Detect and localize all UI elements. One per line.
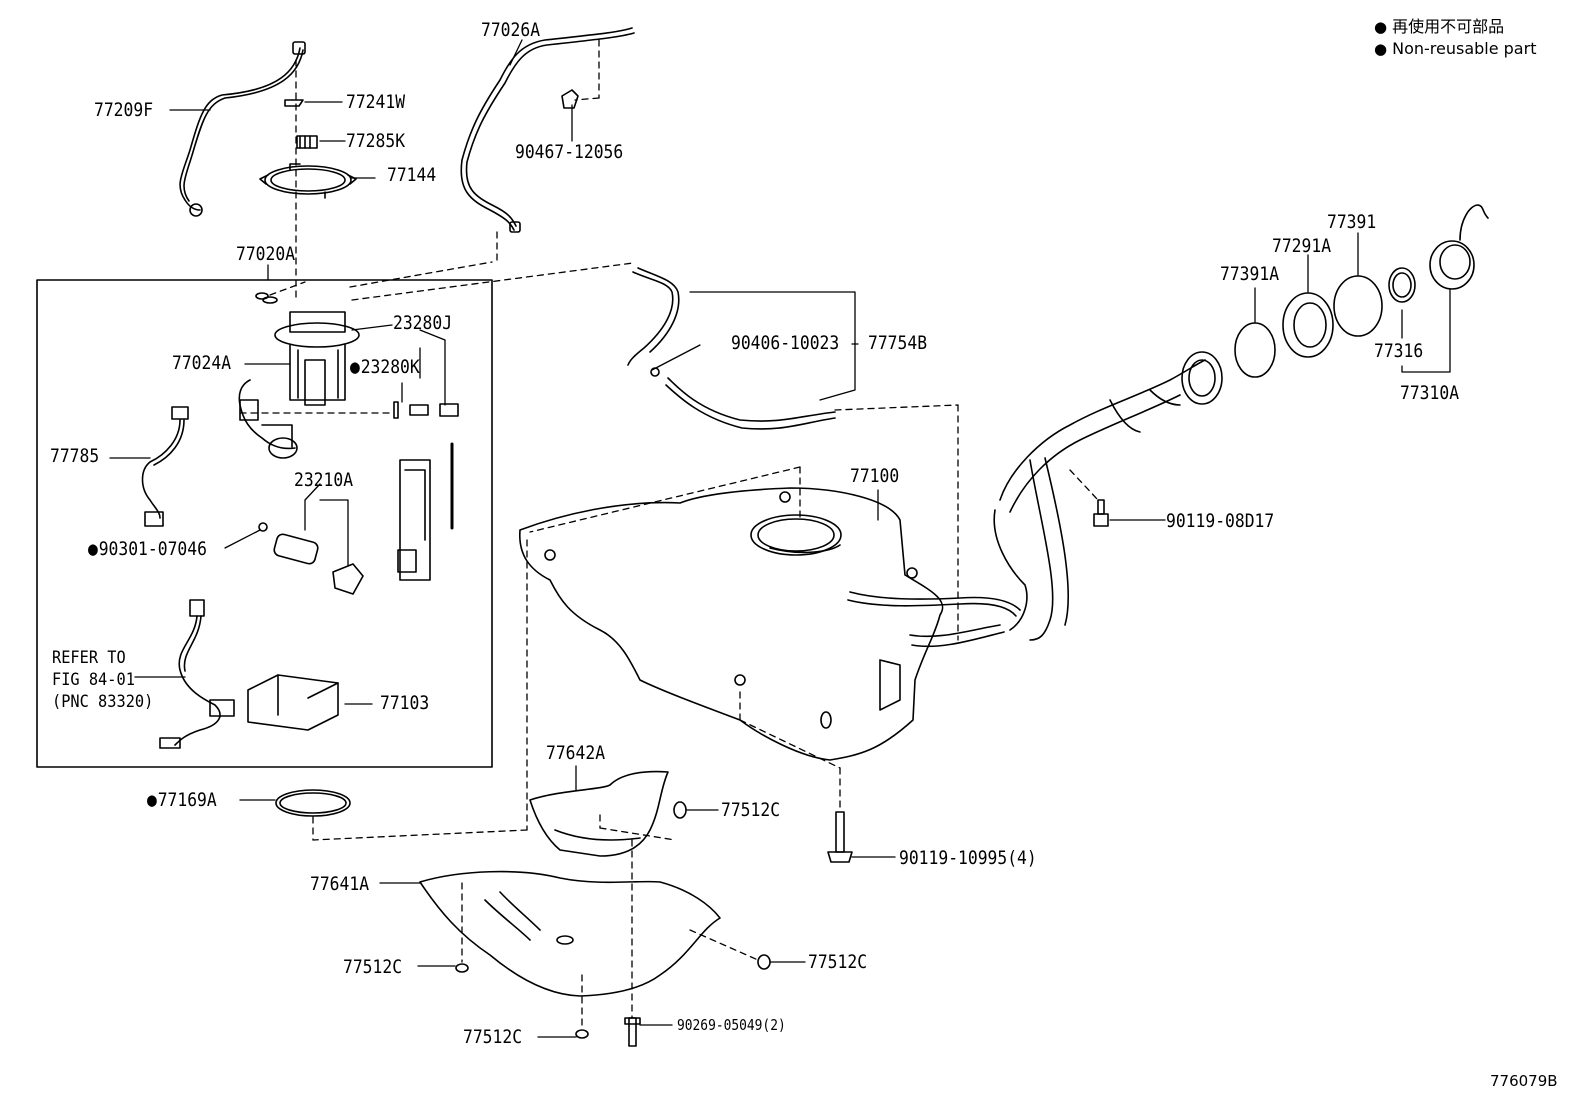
part-label-77512c-left[interactable]: 77512C	[343, 956, 403, 978]
gasket-77169a	[275, 789, 351, 817]
part-label-77310a[interactable]: 77310A	[1400, 382, 1460, 404]
oring-77391a	[1234, 322, 1276, 378]
part-label-90301-07046[interactable]: 90301-07046	[88, 540, 207, 559]
bullet-icon: ●	[1374, 40, 1388, 58]
harness-83320	[159, 599, 235, 749]
hose-77754b	[627, 267, 836, 430]
sender-gauge	[397, 442, 454, 581]
nut-77512c-bottom	[575, 1029, 589, 1039]
part-label-77026a[interactable]: 77026A	[481, 19, 541, 41]
fuel-cap-77310a	[1429, 204, 1489, 290]
part-label-77512c-bottom[interactable]: 77512C	[463, 1026, 523, 1048]
gasket-77391	[1333, 275, 1383, 337]
subassembly-box	[36, 279, 493, 768]
figure-number: 776079B	[1490, 1072, 1558, 1090]
part-label-77285k[interactable]: 77285K	[346, 130, 406, 152]
note-line-3: (PNC 83320)	[52, 692, 154, 712]
part-label-90467-12056[interactable]: 90467-12056	[515, 141, 624, 163]
bullet-icon: ●	[1374, 18, 1388, 36]
part-label-77144[interactable]: 77144	[387, 164, 437, 186]
sender-wire-77209f	[179, 41, 306, 217]
part-label-77512c-right[interactable]: 77512C	[808, 951, 868, 973]
bolt-90119-10995	[827, 811, 853, 863]
part-label-90119-10995[interactable]: 90119-10995(4)	[899, 847, 1037, 869]
harness-77785	[141, 406, 189, 527]
note-line-2[interactable]: FIG 84-01	[52, 670, 135, 690]
part-label-90406-10023[interactable]: 90406-10023	[731, 332, 840, 354]
leader-lines	[109, 39, 1451, 1038]
part-label-77103[interactable]: 77103	[380, 692, 430, 714]
filler-pipe	[993, 351, 1223, 641]
part-label-77209f[interactable]: 77209F	[94, 99, 154, 121]
fuel-tank-77100	[519, 487, 1021, 761]
part-label-77785[interactable]: 77785	[50, 445, 100, 467]
part-label-23280k[interactable]: 23280K	[350, 358, 420, 377]
small-washer	[255, 292, 278, 304]
part-label-77024a[interactable]: 77024A	[172, 352, 232, 374]
legend-japanese: ●再使用不可部品	[1374, 13, 1504, 37]
legend-ja-text: 再使用不可部品	[1392, 17, 1505, 36]
part-label-77100[interactable]: 77100	[850, 465, 900, 487]
connector-77285k	[296, 135, 318, 149]
part-label-77512c-upper[interactable]: 77512C	[721, 799, 781, 821]
pump-parts-23210a	[273, 533, 364, 595]
nut-77512c	[673, 801, 687, 819]
part-label-77020a[interactable]: 77020A	[236, 243, 296, 265]
part-label-90269-05049[interactable]: 90269-05049(2)	[677, 1016, 786, 1034]
part-label-77391[interactable]: 77391	[1327, 211, 1377, 233]
nut-77512c-right	[757, 954, 771, 970]
oring-90301	[258, 522, 268, 532]
part-label-77169a[interactable]: 77169A	[147, 791, 217, 810]
retainer-ring-77144	[259, 163, 357, 199]
nut-77512c-left	[455, 963, 469, 973]
part-label-77391a[interactable]: 77391A	[1220, 263, 1280, 285]
vent-tube-77026a	[460, 27, 635, 233]
fuel-pump-77024a	[238, 311, 360, 459]
assembly-dash-lines	[239, 39, 1099, 1031]
gasket-77316	[1388, 267, 1416, 303]
part-label-23210a[interactable]: 23210A	[294, 469, 354, 491]
clip-77241w	[284, 99, 304, 107]
legend-english: ●Non-reusable part	[1374, 39, 1536, 58]
part-label-90119-08d17[interactable]: 90119-08D17	[1166, 510, 1275, 532]
part-label-77641a[interactable]: 77641A	[310, 873, 370, 895]
filter-23280k	[393, 401, 459, 419]
bolt-90119-08d17	[1093, 499, 1109, 527]
clip-90467	[561, 89, 579, 109]
part-label-77241w[interactable]: 77241W	[346, 91, 406, 113]
note-line-1: REFER TO	[52, 648, 126, 668]
part-label-77316[interactable]: 77316	[1374, 340, 1424, 362]
bracket-77103	[247, 674, 339, 731]
part-label-77754b[interactable]: 77754B	[868, 332, 928, 354]
legend-en-text: Non-reusable part	[1392, 39, 1537, 58]
seal-77291a	[1282, 292, 1334, 358]
part-label-23280j[interactable]: 23280J	[393, 312, 453, 334]
protector-77642a	[529, 770, 669, 857]
part-label-77291a[interactable]: 77291A	[1272, 235, 1332, 257]
bolt-90269-05049	[624, 1017, 641, 1047]
protector-77641a	[419, 870, 721, 997]
part-label-77642a[interactable]: 77642A	[546, 742, 606, 764]
